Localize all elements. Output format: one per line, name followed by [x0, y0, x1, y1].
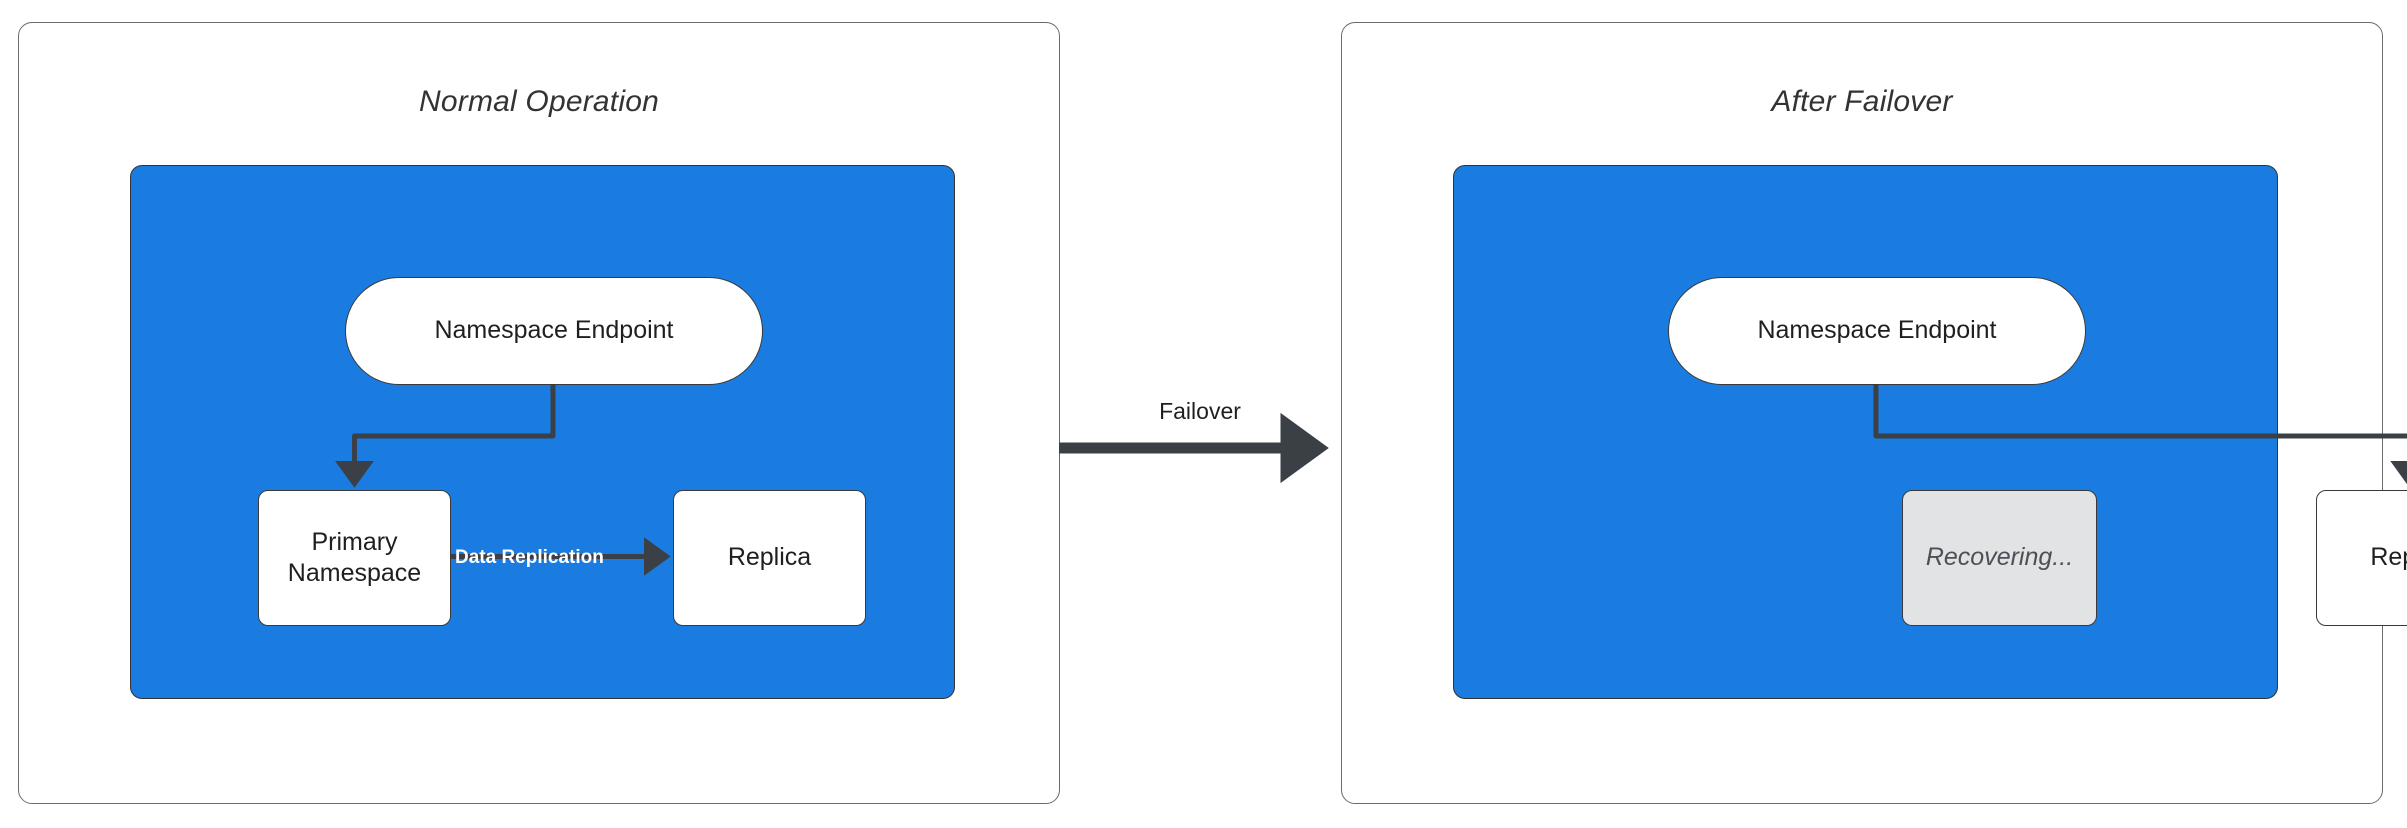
node-recovering[interactable]: Recovering... [1902, 490, 2097, 626]
node-replica-failover[interactable]: Replica [2316, 490, 2407, 626]
node-label: Replica [2370, 543, 2407, 572]
node-namespace-endpoint-failover[interactable]: Namespace Endpoint [1668, 277, 2086, 385]
node-label: Replica [727, 543, 812, 572]
failover-transition: Failover [1055, 398, 1345, 488]
node-namespace-endpoint-normal[interactable]: Namespace Endpoint [345, 277, 763, 385]
node-replica-normal[interactable]: Replica [673, 490, 866, 626]
panel-title-after-failover: After Failover [1771, 85, 1953, 118]
edge-endpoint-to-primary [335, 384, 556, 488]
panel-normal-operation: Normal Operation Namespace Endpoint [18, 22, 1060, 804]
node-label: Primary Namespace [287, 527, 422, 587]
failover-label: Failover [1159, 398, 1241, 424]
node-label: Recovering... [1925, 543, 2074, 572]
failover-arrow-icon [1059, 412, 1329, 484]
region-after-failover: Namespace Endpoint Recovering... Replica [1453, 165, 2407, 699]
edge-layer-after-failover [1873, 384, 2407, 488]
node-primary-namespace[interactable]: Primary Namespace [258, 490, 451, 626]
edge-endpoint-to-replica [1873, 384, 2407, 488]
region-normal-operation: Namespace Endpoint Primary Namespace Rep… [130, 165, 955, 699]
panel-title-normal-operation: Normal Operation [419, 85, 659, 118]
node-label: Namespace Endpoint [1757, 316, 1997, 345]
edge-label-data-replication: Data Replication [455, 547, 604, 568]
node-label: Namespace Endpoint [434, 316, 674, 345]
panel-after-failover: After Failover Namespace Endpoint Recove… [1341, 22, 2407, 804]
